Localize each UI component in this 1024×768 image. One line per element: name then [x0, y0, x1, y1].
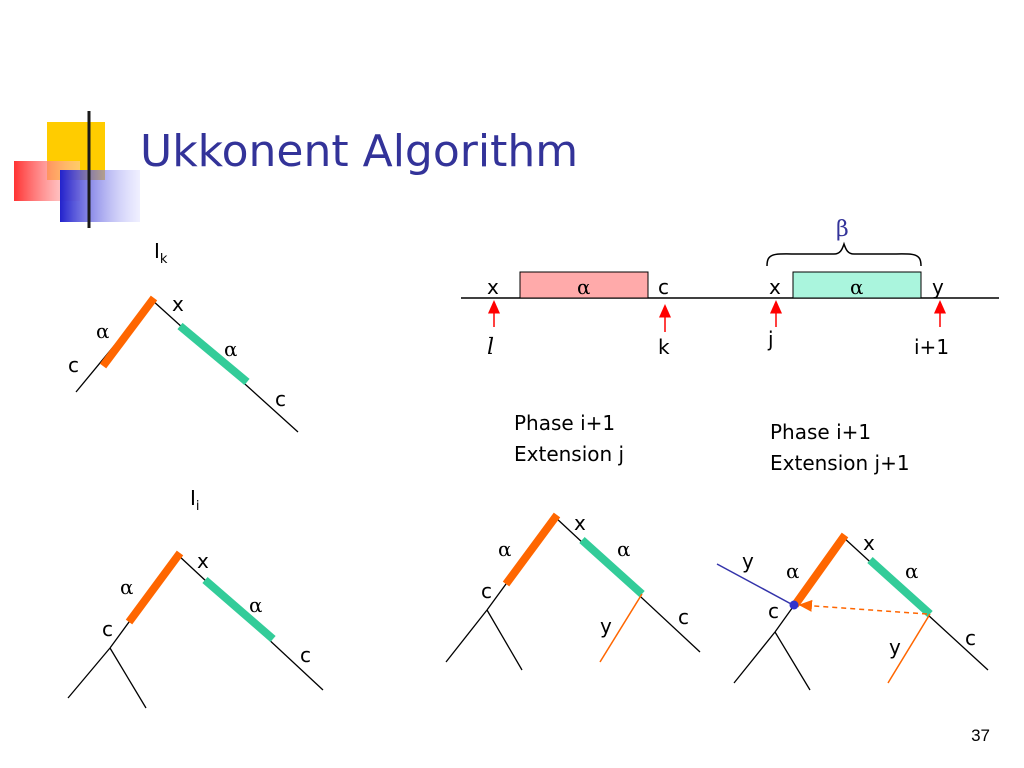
- tree-Ii-orange-segment: [125, 550, 184, 625]
- phase-j-caption-line2: Extension j: [514, 442, 624, 466]
- tree-Ik-label: Ik: [154, 239, 168, 267]
- string-right-y: y: [932, 275, 944, 299]
- phase-j1-new-y-edge: [716, 563, 794, 606]
- tree-Ik: Ik x α α c c: [68, 239, 299, 433]
- string-diagram: x α c x α y β l k j i+1: [461, 217, 999, 360]
- phase-j-alpha-right: α: [617, 537, 631, 561]
- phase-j1-leaf-right: [774, 631, 811, 691]
- suffix-link-arrow: [798, 599, 928, 615]
- phase-j-caption-line1: Phase i+1: [514, 411, 615, 435]
- pointer-l: l: [487, 335, 494, 360]
- tree-Ik-c-left: c: [68, 353, 79, 377]
- phase-j-x: x: [574, 511, 586, 535]
- string-left-c: c: [658, 275, 669, 299]
- alpha-box-left: [519, 271, 649, 299]
- decorative-logo: [14, 111, 1010, 228]
- tree-Ii-c-left: c: [102, 617, 113, 641]
- phase-j1-c-left: c: [768, 599, 779, 623]
- tree-Ii: Ii x α α c c: [67, 486, 324, 709]
- phase-j1-y-new: y: [742, 549, 754, 573]
- pointer-i1: i+1: [914, 335, 949, 359]
- tree-Ik-orange-segment: [99, 295, 158, 369]
- alpha-box-right: [792, 271, 922, 299]
- string-left-alpha: α: [577, 275, 591, 299]
- tree-Ii-c-right: c: [300, 643, 311, 667]
- phase-j-c-right: c: [678, 605, 689, 629]
- phase-j1-teal-segment: [867, 557, 933, 617]
- phase-j-c-left: c: [481, 579, 492, 603]
- tree-Ii-leaf-left: [67, 647, 111, 699]
- string-right-x: x: [769, 275, 781, 299]
- tree-Ik-alpha-right: α: [224, 337, 238, 361]
- page-number: 37: [971, 726, 990, 745]
- phase-j1-leaf-left: [733, 631, 776, 684]
- phase-j-teal-segment: [579, 537, 645, 597]
- phase-j1-orange-segment: [791, 532, 849, 608]
- tree-Ii-alpha-right: α: [249, 593, 263, 617]
- phase-j1-new-node: [789, 600, 799, 610]
- pointer-j: j: [767, 327, 774, 351]
- blue-square: [60, 170, 140, 222]
- phase-j1-alpha-right: α: [905, 559, 919, 583]
- beta-label: β: [836, 217, 849, 242]
- phase-j-leaf-left: [445, 609, 488, 663]
- tree-Ik-c-right: c: [275, 387, 286, 411]
- phase-j1-caption-line1: Phase i+1: [770, 420, 871, 444]
- phase-j-orange-segment: [502, 512, 561, 587]
- phase-j1-y-edge: [887, 613, 931, 684]
- phase-j1-c-right: c: [965, 626, 976, 650]
- tree-phase-j1: Phase i+1 Extension j+1 x y α α c c y: [716, 420, 989, 691]
- tree-Ii-x: x: [197, 549, 209, 573]
- phase-j-leaf-right: [486, 609, 523, 671]
- phase-j1-alpha-left: α: [786, 559, 800, 583]
- string-right-alpha: α: [850, 275, 864, 299]
- tree-Ii-alpha-left: α: [120, 575, 134, 599]
- tree-Ii-teal-segment: [202, 576, 276, 643]
- tree-Ik-teal-segment: [177, 322, 250, 386]
- phase-j-alpha-left: α: [498, 537, 512, 561]
- beta-brace: [766, 241, 922, 267]
- tree-phase-j: Phase i+1 Extension j x α α c c y: [445, 411, 701, 671]
- phase-j-y-edge: [599, 593, 643, 663]
- tree-Ii-label: Ii: [190, 486, 200, 514]
- phase-j-y: y: [600, 614, 612, 638]
- phase-j1-y: y: [889, 635, 901, 659]
- tree-Ik-x: x: [172, 292, 184, 316]
- tree-Ik-alpha-left: α: [96, 319, 110, 343]
- tree-Ii-leaf-right: [109, 647, 147, 709]
- slide-title: Ukkonent Algorithm: [140, 126, 579, 177]
- phase-j1-caption-line2: Extension j+1: [770, 451, 910, 475]
- phase-j1-x: x: [863, 531, 875, 555]
- string-left-x: x: [487, 275, 499, 299]
- pointer-k: k: [658, 335, 670, 359]
